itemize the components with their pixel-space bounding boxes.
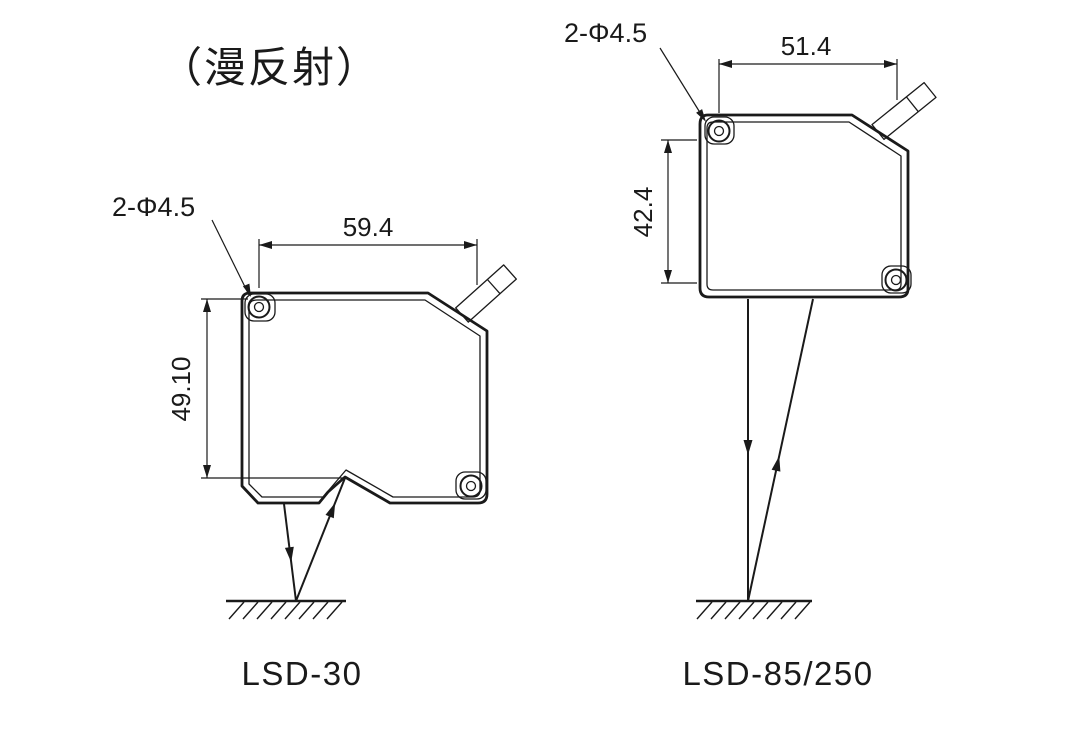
right-emitted-beam-arrowhead-icon [743, 440, 753, 455]
right-height-arrow-top-icon [664, 140, 672, 153]
left-hole-callout: 2-Φ4.5 [112, 192, 251, 297]
right-sensor-figure: 51.4 42.4 2-Φ4.5 L [564, 18, 937, 692]
right-width-arrow-right-icon [884, 60, 897, 68]
left-reflected-beam [295, 477, 346, 602]
right-laser-beams [743, 298, 814, 602]
left-sensor-cable-seam [486, 279, 501, 295]
left-height-dimension: 49.10 [166, 298, 344, 479]
left-height-arrow-top-icon [203, 299, 211, 312]
right-mounting-hole-top-left-icon [707, 119, 731, 143]
right-mounting-hole-top-left-bore-icon [713, 125, 725, 137]
left-sensor-cable-connector [455, 264, 517, 323]
left-mounting-hole-bottom-right-bore-icon [465, 480, 477, 492]
right-hole-callout-text: 2-Φ4.5 [564, 18, 647, 48]
right-callout-leader-line [659, 47, 705, 120]
right-hole-callout: 2-Φ4.5 [564, 18, 706, 122]
right-width-dim-text: 51.4 [781, 31, 832, 61]
right-target-surface [696, 599, 812, 620]
right-reflected-beam-arrowhead-icon [771, 456, 781, 472]
right-mounting-hole-bottom-right-icon [884, 268, 908, 292]
left-width-dimension: 59.4 [258, 212, 478, 288]
right-sensor-body-outline [698, 113, 910, 299]
left-emitted-beam-arrowhead-icon [284, 546, 294, 563]
right-height-arrow-bottom-icon [664, 270, 672, 283]
left-hole-callout-text: 2-Φ4.5 [112, 192, 195, 222]
left-hole-pad-top-left [244, 293, 276, 322]
left-laser-beams [283, 477, 346, 602]
right-sensor-cable-connector [871, 81, 937, 141]
left-hole-pad-bottom-right [455, 471, 487, 500]
right-mounting-hole-bottom-right-bore-icon [890, 274, 902, 286]
right-model-label: LSD-85/250 [682, 655, 873, 692]
right-height-dimension: 42.4 [628, 139, 697, 284]
left-sensor-body-outline [240, 291, 489, 505]
left-callout-leader-line [211, 219, 250, 296]
left-mounting-hole-top-left-bore-icon [253, 301, 265, 313]
right-callout-arrow-icon [696, 109, 706, 122]
left-reflected-beam-arrowhead-icon [325, 502, 336, 519]
left-callout-arrow-icon [242, 283, 251, 297]
right-width-arrow-left-icon [719, 60, 732, 68]
left-width-arrow-left-icon [259, 241, 272, 249]
right-hole-pad-top-left [704, 116, 735, 145]
drawing-title: （漫反射） [160, 44, 380, 91]
left-mounting-hole-bottom-right-icon [459, 474, 483, 498]
right-ground-hatching [696, 601, 811, 620]
left-width-dim-text: 59.4 [343, 212, 394, 242]
left-target-surface [226, 599, 346, 620]
left-height-dim-text: 49.10 [166, 356, 196, 421]
left-width-arrow-right-icon [464, 241, 477, 249]
left-height-arrow-bottom-icon [203, 465, 211, 478]
left-sensor-body-inner-line [248, 299, 481, 498]
right-sensor-cable-seam [905, 96, 919, 113]
left-ground-hatching [228, 601, 343, 620]
right-height-dim-text: 42.4 [628, 187, 658, 238]
right-hole-pad-bottom-right [881, 265, 912, 294]
left-mounting-hole-top-left-icon [247, 295, 271, 319]
right-reflected-beam [747, 298, 814, 602]
right-width-dimension: 51.4 [718, 31, 898, 113]
left-model-label: LSD-30 [242, 655, 363, 692]
right-sensor-body-inner-line [706, 121, 902, 291]
left-sensor-figure: 59.4 49.10 2-Φ4.5 [112, 192, 517, 692]
